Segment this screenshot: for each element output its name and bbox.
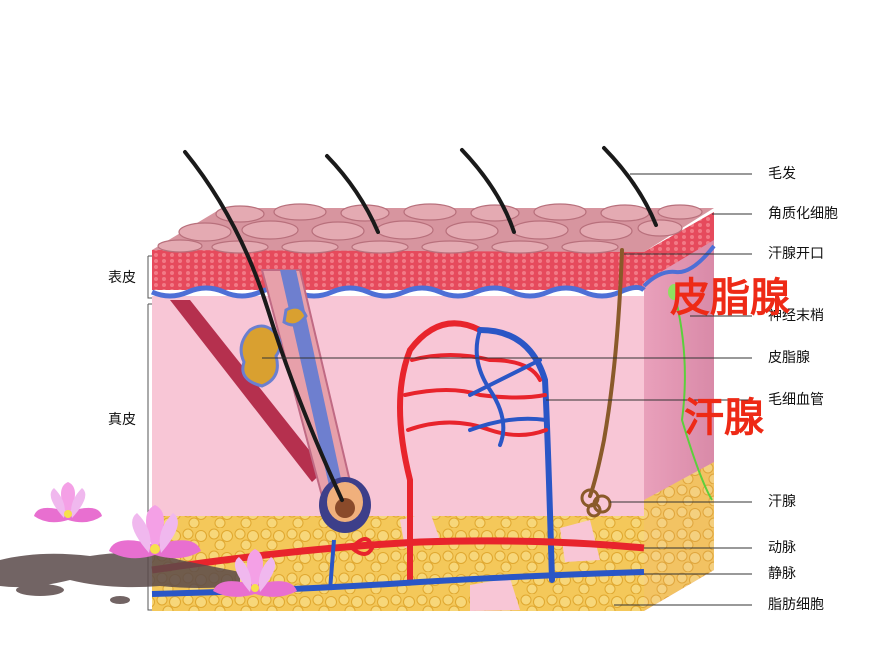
label-hair: 毛发: [768, 166, 796, 182]
lotus-flowers-decoration: [34, 482, 297, 597]
sebaceous-gland-shape: [239, 324, 282, 388]
label-epidermis: 表皮: [108, 270, 136, 286]
label-vein: 静脉: [768, 566, 796, 582]
leader-lines: [262, 173, 752, 606]
artery-vessel: [151, 537, 645, 574]
hairs: [183, 146, 658, 502]
label-fat-cell: 脂肪细胞: [768, 597, 824, 613]
label-artery: 动脉: [768, 540, 796, 556]
label-capillary: 毛细血管: [768, 392, 824, 408]
label-dermis: 真皮: [108, 412, 136, 428]
epidermis-front: [152, 250, 644, 290]
arrector-muscle: [170, 300, 325, 482]
nerve-ending: [675, 299, 713, 501]
label-nerve-ending: 神经末梢: [768, 308, 824, 324]
left-brackets: [147, 255, 152, 611]
ink-splash-decoration: [0, 552, 240, 604]
label-sebaceous-gland: 皮脂腺: [768, 350, 810, 366]
basal-layer: [150, 284, 646, 299]
capillary-network: [397, 320, 555, 583]
label-keratinocyte: 角质化细胞: [768, 206, 838, 222]
overlay-sebaceous-label: 皮脂腺: [670, 275, 790, 321]
overlay-sweat-label: 汗腺: [684, 395, 764, 441]
label-sweat-gland: 汗腺: [768, 494, 796, 510]
label-sweat-pore: 汗腺开口: [768, 246, 824, 262]
sweat-gland-duct: [580, 248, 624, 518]
